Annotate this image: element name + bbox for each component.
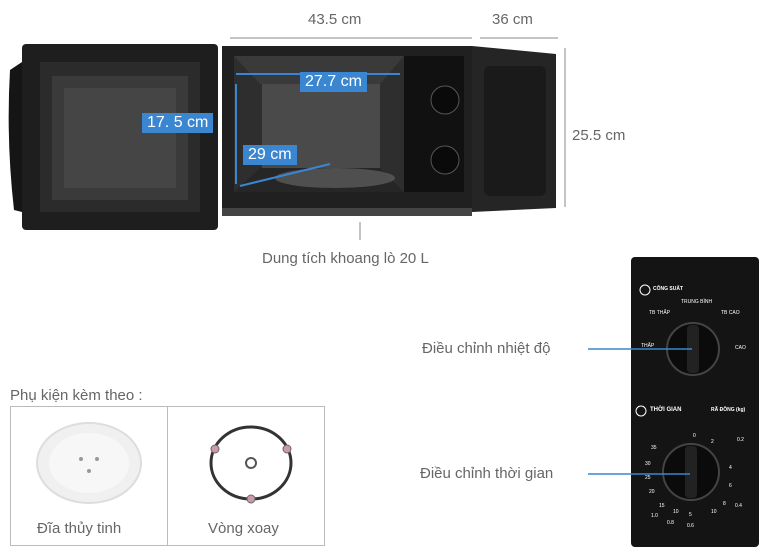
time-mark-15: 15 bbox=[659, 503, 665, 509]
power-medium: TRUNG BÌNH bbox=[681, 299, 713, 305]
time-mark-6: 6 bbox=[729, 483, 732, 489]
inner-width-label: 27.7 cm bbox=[300, 72, 367, 92]
time-mark-10: 10 bbox=[673, 509, 679, 515]
defrost-title: RÃ ĐÔNG (kg) bbox=[711, 407, 746, 413]
turntable-ring-image bbox=[209, 425, 293, 504]
time-mark-0: 0 bbox=[693, 433, 696, 439]
timer-callout: Điều chỉnh thời gian bbox=[420, 465, 554, 482]
temperature-callout: Điều chỉnh nhiệt độ bbox=[422, 340, 551, 357]
power-medium-high: TB CAO bbox=[721, 310, 740, 316]
time-mark-1-0: 1.0 bbox=[651, 513, 658, 519]
glass-plate-label: Đĩa thủy tinh bbox=[37, 520, 122, 537]
accessories-divider bbox=[167, 407, 168, 545]
time-mark-2: 2 bbox=[711, 439, 714, 445]
time-mark-0-6: 0.6 bbox=[687, 523, 694, 529]
power-high: CAO bbox=[735, 345, 746, 351]
power-low-medium: TB THẤP bbox=[649, 310, 671, 316]
time-mark-8: 8 bbox=[723, 501, 726, 507]
accessories-title: Phụ kiện kèm theo : bbox=[10, 387, 143, 404]
turntable-ring-label: Vòng xoay bbox=[208, 520, 279, 537]
time-mark-4: 4 bbox=[729, 465, 732, 471]
capacity-label: Dung tích khoang lò 20 L bbox=[262, 250, 429, 267]
time-mark-20: 20 bbox=[649, 489, 655, 495]
time-mark-0-4: 0.4 bbox=[735, 503, 742, 509]
time-title: THỜI GIAN bbox=[650, 407, 682, 413]
time-mark-5: 5 bbox=[689, 512, 692, 518]
control-panel: CÔNG SUẤT TB THẤP TRUNG BÌNH TB CAO THẤP… bbox=[631, 257, 759, 547]
time-mark-30: 30 bbox=[645, 461, 651, 467]
accessories-box: Đĩa thủy tinh Vòng xoay bbox=[10, 406, 325, 546]
inner-depth-label: 29 cm bbox=[243, 145, 297, 165]
width-dimension: 43.5 cm bbox=[308, 11, 362, 28]
control-panel-graphic bbox=[635, 284, 720, 501]
time-mark-0-8: 0.8 bbox=[667, 520, 674, 526]
power-title: CÔNG SUẤT bbox=[653, 286, 683, 292]
time-mark-35: 35 bbox=[651, 445, 657, 451]
depth-dimension: 36 cm bbox=[492, 11, 533, 28]
time-mark-10b: 10 bbox=[711, 509, 717, 515]
height-dimension: 25.5 cm bbox=[572, 127, 626, 144]
power-low: THẤP bbox=[641, 343, 655, 349]
time-mark-0-2: 0.2 bbox=[737, 437, 744, 443]
time-mark-25: 25 bbox=[645, 475, 651, 481]
glass-plate-image bbox=[36, 422, 142, 504]
inner-height-label: 17. 5 cm bbox=[142, 113, 214, 133]
